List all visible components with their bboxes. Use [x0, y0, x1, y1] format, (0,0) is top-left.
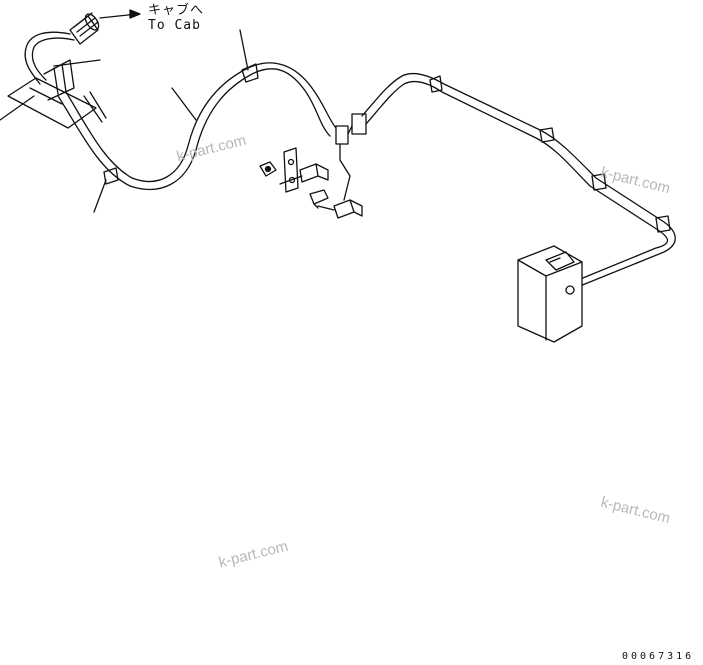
mounting-plate — [283, 147, 299, 193]
clip-nut — [309, 189, 329, 209]
harness-cab-section — [24, 31, 75, 85]
bolt-lower — [317, 199, 363, 219]
harness-clamp-4 — [539, 127, 555, 143]
harness-clamp-3 — [429, 75, 443, 93]
control-box — [517, 245, 583, 343]
main-harness — [57, 62, 337, 191]
to-cab-label-en: To Cab — [148, 18, 201, 33]
bolt-upper — [279, 163, 329, 185]
relay-connector — [335, 113, 367, 201]
to-cab-label-jp: キャブへ — [148, 3, 205, 18]
washer — [259, 161, 277, 177]
cab-connector-boot — [69, 12, 100, 45]
harness-clamp-1 — [103, 167, 119, 185]
mounting-bracket-left — [7, 59, 107, 129]
to-cab-label: キャブへ To Cab — [148, 3, 204, 33]
harness-clamp-6 — [655, 215, 671, 233]
drawing-number: 00067316 — [622, 651, 695, 662]
harness-clamp-5 — [591, 173, 607, 191]
leader-lines-left — [0, 29, 249, 213]
harness-clamp-2 — [241, 63, 259, 83]
to-cab-arrow — [99, 9, 141, 19]
